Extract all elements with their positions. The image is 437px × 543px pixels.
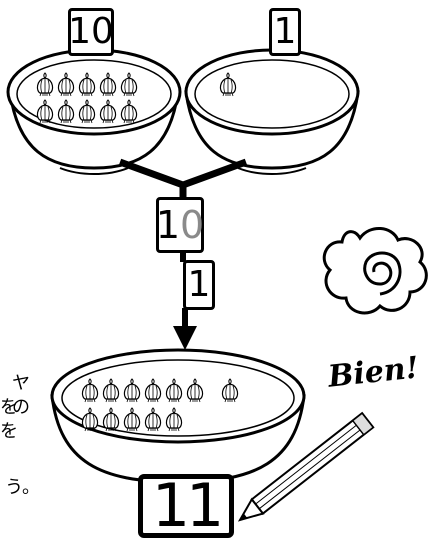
count-box-right: 1	[269, 8, 301, 56]
instruction-line-2: を	[0, 396, 18, 420]
bowl-right	[186, 50, 358, 174]
instruction-line-4: う。	[0, 476, 40, 500]
result-box: 11	[138, 474, 234, 538]
flower-icon	[324, 228, 426, 313]
merge-lines	[120, 162, 246, 200]
addend-box: 1	[183, 260, 215, 310]
count-box-left: 10	[68, 8, 114, 56]
instruction-line-3: を	[0, 420, 18, 444]
